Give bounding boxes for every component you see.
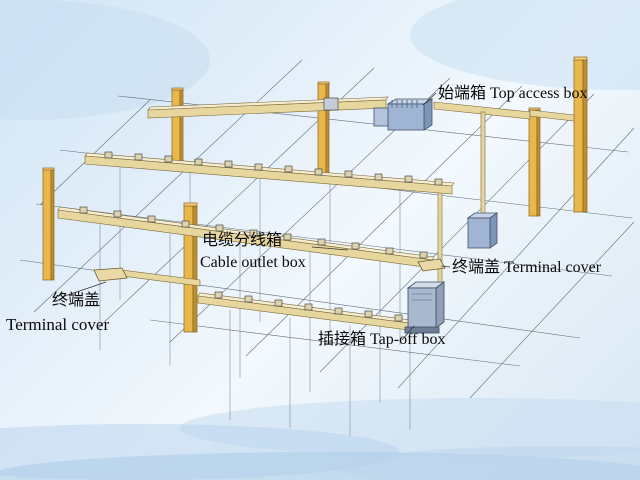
label-cable-outlet-cn: 电缆分线箱	[202, 232, 283, 249]
terminal-cover-right	[417, 258, 446, 272]
terminal-cover-left	[93, 267, 128, 282]
cable-outlet-boxes	[79, 97, 443, 326]
columns	[42, 56, 588, 333]
top-access-box	[373, 98, 434, 131]
label-terminal-cover-right: 终端盖 Terminal cover	[452, 259, 602, 276]
tap-off-box	[404, 281, 446, 334]
label-top-access-box: 始端箱 Top access box	[438, 85, 588, 102]
label-cable-outlet-en: Cable outlet box	[200, 254, 306, 271]
label-tap-off-box: 插接箱 Tap-off box	[318, 331, 446, 348]
right-junction-box	[466, 212, 499, 249]
leader-lines	[61, 92, 451, 341]
label-terminal-cover-left-cn: 终端盖	[52, 292, 101, 309]
label-terminal-cover-left-en: Terminal cover	[6, 315, 110, 334]
